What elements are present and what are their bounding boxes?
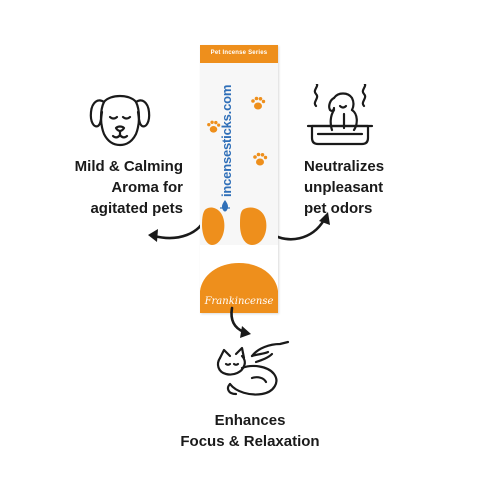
dog-in-basket-icon — [306, 84, 374, 146]
focus-relaxation-caption: Enhances Focus & Relaxation — [150, 410, 350, 452]
brand-domain: .com — [219, 84, 234, 115]
odor-neutralizing-caption: Neutralizes unpleasant pet odors — [304, 156, 444, 219]
large-paw-print-icon — [200, 207, 278, 295]
paw-print-icon — [253, 152, 268, 166]
caption-line: agitated pets — [90, 200, 183, 217]
caption-line: pet odors — [304, 200, 373, 217]
caption-line: Neutralizes — [304, 158, 385, 175]
caption-line: Mild & Calming — [74, 158, 183, 175]
caption-line: Enhances — [214, 412, 286, 429]
incense-product-box: Pet Incense Series incensesticks.com Fra… — [200, 45, 278, 313]
series-label: Pet Incense Series — [210, 50, 268, 56]
flavor-band — [200, 291, 278, 313]
calming-aroma-caption: Mild & Calming Aroma for agitated pets — [48, 156, 183, 219]
caption-line: Focus & Relaxation — [180, 433, 320, 450]
brand-flame-icon — [220, 200, 230, 212]
dog-face-icon — [89, 94, 151, 147]
paw-print-icon — [207, 120, 221, 133]
curved-arrow-down-icon — [230, 306, 251, 338]
petting-cat-icon — [216, 340, 290, 396]
paw-print-icon — [251, 96, 266, 110]
brand-name: incensesticks — [219, 114, 234, 197]
caption-line: unpleasant — [304, 179, 384, 196]
caption-line: Aroma for — [111, 179, 183, 196]
box-top-band — [200, 45, 278, 63]
brand-logo: incensesticks.com — [218, 77, 234, 197]
flavor-name: Frankincense — [204, 296, 274, 307]
